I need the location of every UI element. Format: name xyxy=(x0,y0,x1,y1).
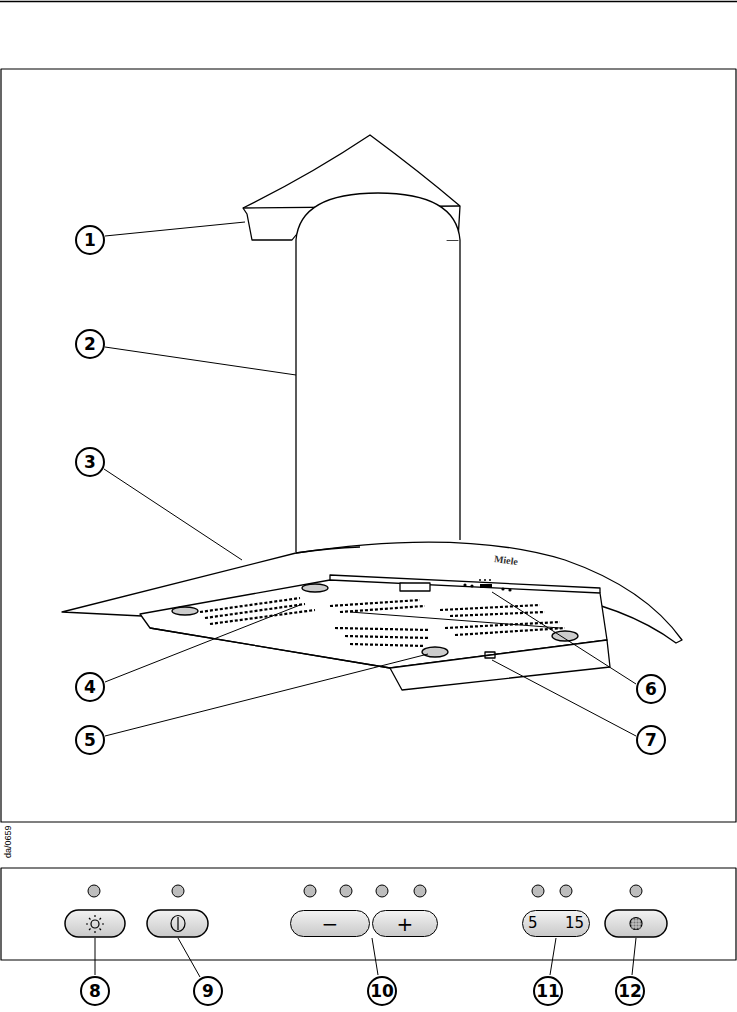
filter-button xyxy=(605,910,667,937)
power-symbol xyxy=(171,916,185,932)
callout-number: 8 xyxy=(80,976,110,1006)
body-edge xyxy=(330,575,600,593)
leader-line xyxy=(104,222,636,736)
filter-handle xyxy=(172,607,198,615)
chimney-edge xyxy=(295,240,296,552)
ceiling-canopy xyxy=(243,135,460,240)
indicator-led xyxy=(88,885,642,897)
light-button xyxy=(65,910,125,937)
filter-seam xyxy=(350,612,560,628)
figure-frame xyxy=(1,69,736,822)
power-button xyxy=(147,910,208,937)
chimney-edge xyxy=(459,240,460,540)
callout-number: 12 xyxy=(615,976,645,1006)
body-edge xyxy=(150,628,390,668)
button-label: + xyxy=(397,914,414,934)
control-button: − xyxy=(290,910,370,937)
callout-number: 3 xyxy=(75,447,105,477)
glass-edge xyxy=(296,547,360,553)
hood-controls xyxy=(463,579,511,592)
callout-number: 4 xyxy=(75,672,105,702)
control-button: 5 15 xyxy=(522,910,590,937)
lamp-socket xyxy=(485,652,495,658)
body-detail xyxy=(400,583,430,591)
button-label: 5 xyxy=(528,916,538,931)
callout-number: 7 xyxy=(636,725,666,755)
lamp xyxy=(422,647,448,657)
hood-front-strip xyxy=(390,640,610,690)
leader-line xyxy=(95,938,636,977)
callout-number: 5 xyxy=(75,725,105,755)
control-button: + xyxy=(372,910,438,937)
filter-symbol xyxy=(630,918,642,930)
panel-frame xyxy=(1,868,736,960)
filter-handle xyxy=(302,584,328,592)
button-label: − xyxy=(322,914,339,934)
light-symbol xyxy=(86,915,104,933)
chimney-top xyxy=(296,193,460,240)
callout-number: 1 xyxy=(75,225,105,255)
top-rule xyxy=(0,1,737,3)
callout-number: 11 xyxy=(533,976,563,1006)
callout-number: 9 xyxy=(193,976,223,1006)
callout-number: 10 xyxy=(367,976,397,1006)
document-code: da/0659 xyxy=(3,825,13,858)
grille xyxy=(200,598,565,646)
callout-number: 2 xyxy=(75,329,105,359)
callout-number: 6 xyxy=(636,674,666,704)
button-label: 15 xyxy=(565,916,584,931)
